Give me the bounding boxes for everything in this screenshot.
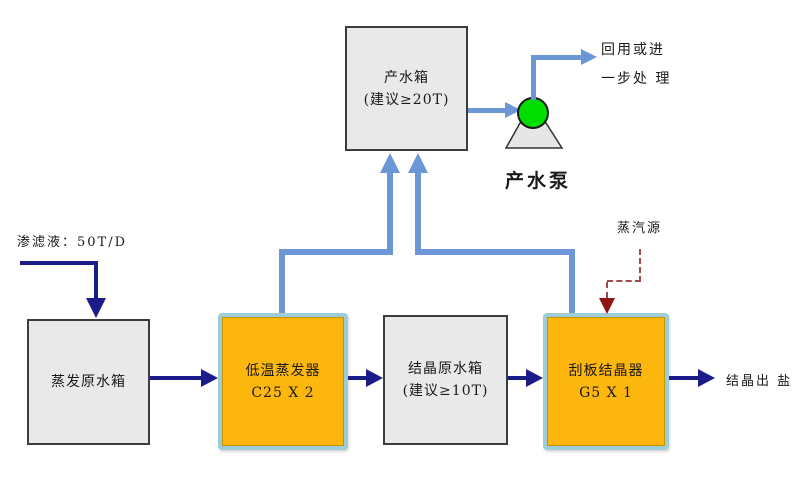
flow-arrow-4-line: [669, 376, 699, 380]
salt-output-label: 结晶出 盐: [726, 374, 793, 389]
node-label: 刮板结晶器: [568, 362, 644, 379]
node-label: 结晶原水箱: [408, 361, 483, 377]
product-pump-symbol: [504, 97, 564, 149]
vapor-pipe-evaporator-riser: [279, 249, 285, 313]
tank-to-pump-arrowhead: [505, 102, 521, 118]
flow-arrow-1-head: [201, 369, 218, 387]
flow-arrow-3-head: [526, 369, 543, 387]
flow-arrow-2-line: [348, 376, 368, 380]
pump-circle-icon: [517, 97, 549, 129]
flow-arrow-1-line: [150, 376, 202, 380]
influent-pipe-vertical: [94, 261, 98, 300]
node-model: G5 X 1: [579, 384, 633, 401]
influent-pipe-horizontal: [20, 261, 97, 265]
flow-arrow-2-head: [366, 369, 383, 387]
flow-arrow-4-head: [698, 369, 715, 387]
node-label: 蒸发原水箱: [51, 374, 126, 390]
vapor-pipe-left-vertical: [387, 171, 393, 255]
node-label: 低温蒸发器: [245, 362, 321, 379]
reuse-label-line2: 一步处 理: [601, 71, 672, 87]
flow-arrow-3-line: [508, 376, 528, 380]
node-capacity: (建议≥20T): [363, 91, 450, 108]
influent-arrowhead: [86, 298, 106, 318]
reuse-label-line1: 回用或进: [601, 42, 665, 58]
steam-dash-horizontal: [607, 280, 641, 282]
pump-outlet-arrowhead: [581, 49, 597, 65]
pump-outlet-vertical: [531, 55, 536, 100]
vapor-pipe-right-arrowhead: [408, 153, 428, 173]
node-evaporation-raw-water-tank: 蒸发原水箱: [27, 319, 150, 445]
node-product-water-tank: 产水箱 (建议≥20T): [345, 26, 468, 151]
pump-outlet-horizontal: [531, 55, 581, 60]
influent-label: 渗滤液：50T/D: [17, 235, 128, 250]
node-low-temp-evaporator: 低温蒸发器 C25 X 2: [218, 313, 348, 450]
vapor-pipe-crystallizer-riser: [569, 249, 575, 313]
node-capacity: (建议≥10T): [402, 383, 489, 399]
steam-dash-vertical-1: [639, 249, 641, 282]
tank-to-pump-line: [468, 108, 505, 113]
vapor-pipe-right-horizontal: [415, 249, 575, 255]
steam-arrowhead: [599, 298, 615, 314]
pump-label: 产水泵: [505, 170, 572, 192]
vapor-pipe-right-vertical: [415, 171, 421, 255]
node-model: C25 X 2: [251, 384, 315, 401]
node-scraper-crystallizer: 刮板结晶器 G5 X 1: [543, 313, 669, 450]
node-label: 产水箱: [384, 69, 429, 86]
vapor-pipe-left-horizontal: [279, 249, 393, 255]
node-crystallization-raw-water-tank: 结晶原水箱 (建议≥10T): [383, 315, 508, 445]
steam-dash-vertical-2: [606, 282, 608, 298]
steam-source-label: 蒸汽源: [617, 221, 663, 236]
vapor-pipe-left-arrowhead: [380, 153, 400, 173]
